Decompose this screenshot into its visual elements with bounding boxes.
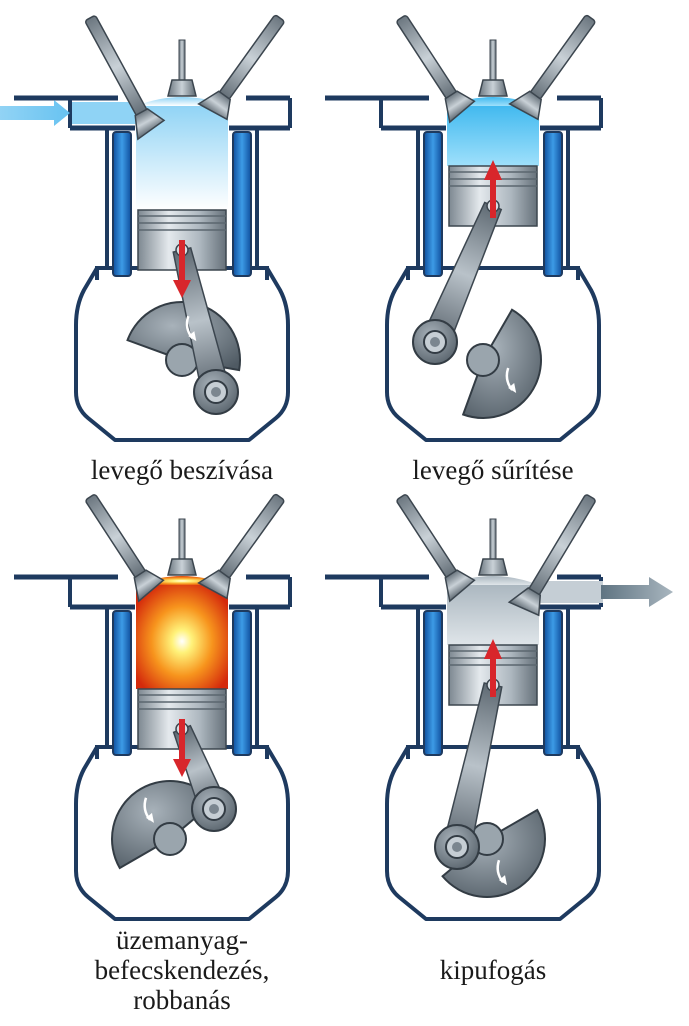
engine-panel-intake	[0, 14, 292, 442]
engine-panel-compression	[325, 14, 603, 442]
stroke-caption-exhaust: kipufogás	[343, 955, 643, 985]
caption-line: robbanás	[133, 985, 231, 1015]
exhaust-valve	[197, 493, 285, 600]
intake-valve-head	[444, 569, 476, 603]
intake-valve-head	[444, 90, 476, 124]
exhaust-valve-stem	[528, 14, 596, 102]
exhaust-valve-head	[507, 587, 542, 617]
stroke-caption-compression: levegő sűrítése	[343, 455, 643, 485]
intake-port-closed	[72, 581, 118, 603]
caption-line: üzemanyag-	[116, 925, 248, 955]
coolant-jacket-left	[112, 610, 132, 756]
intake-port-closed	[383, 102, 429, 124]
intake-valve	[396, 15, 476, 124]
intake-valve-stem	[85, 494, 147, 581]
head-edges	[68, 577, 292, 607]
injector-icon	[178, 39, 186, 81]
red-motion-arrow	[484, 160, 502, 218]
coolant-jacket-left	[423, 610, 443, 756]
coolant-jacket-right	[232, 610, 252, 756]
crank-pin-core	[452, 842, 462, 852]
exhaust-valve-head	[508, 90, 542, 121]
cylinder-gas	[136, 104, 228, 210]
exhaust-valve	[507, 494, 596, 617]
intake-valve	[85, 15, 166, 141]
stroke-caption-combustion: üzemanyag-befecskendezés,robbanás	[32, 925, 332, 1015]
intake-valve-stem	[396, 15, 458, 102]
intake-valve	[396, 494, 476, 603]
exhaust-valve	[197, 14, 285, 121]
injector-body	[167, 79, 197, 97]
caption-line: levegő sűrítése	[412, 455, 574, 485]
rotation-arrowhead	[146, 812, 154, 823]
caption-line: levegő beszívása	[90, 455, 274, 485]
rotation-arrowhead	[499, 875, 507, 886]
exhaust-port-open	[539, 581, 603, 603]
engine-panel-exhaust	[325, 494, 673, 921]
coolant-jacket-right	[543, 131, 563, 277]
cylinder-gas	[447, 104, 539, 166]
intake-port-open	[72, 102, 136, 124]
red-motion-arrow	[173, 240, 191, 298]
head-edges	[379, 98, 603, 128]
coolant-jacket-left	[112, 131, 132, 277]
exhaust-valve-head	[197, 569, 231, 600]
crankshaft-hub	[153, 822, 187, 856]
exhaust-valve-head	[197, 90, 231, 121]
injector-body	[167, 558, 197, 576]
cylinder-wall-right	[255, 128, 269, 280]
injector-icon	[489, 518, 497, 560]
crank-counterweight	[461, 308, 542, 419]
cylinder-wall-left	[95, 128, 109, 280]
caption-line: befecskendezés,	[94, 955, 270, 985]
coolant-jacket-left	[423, 131, 443, 277]
exhaust-valve	[508, 14, 596, 121]
cylinder-wall-left	[406, 128, 420, 280]
intake-flow-arrow	[0, 100, 70, 126]
combustion-flame	[136, 583, 228, 689]
intake-valve-stem	[396, 494, 458, 581]
red-motion-arrow	[173, 719, 191, 777]
intake-valve	[85, 494, 165, 603]
cylinder-wall-right	[566, 128, 580, 280]
stroke-caption-intake: levegő beszívása	[32, 455, 332, 485]
intake-port-closed	[383, 581, 429, 603]
crank-pin-core	[209, 804, 219, 814]
intake-valve-head	[133, 569, 165, 603]
intake-valve-head	[134, 107, 166, 141]
exhaust-valve-stem	[217, 493, 285, 581]
engine-panel-combustion	[14, 493, 292, 921]
cylinder-wall-right	[255, 607, 269, 759]
crankshaft-hub	[466, 343, 500, 377]
rotation-arrowhead	[508, 383, 517, 393]
cylinder-wall-left	[95, 607, 109, 759]
crank-pin-core	[430, 337, 440, 347]
cylinder-wall-left	[406, 607, 420, 759]
injector-body	[478, 558, 508, 576]
injector-body	[478, 79, 508, 97]
injector-icon	[178, 518, 186, 560]
caption-line: kipufogás	[439, 955, 547, 985]
exhaust-flow-arrow	[601, 577, 673, 607]
crank-pin-core	[211, 387, 221, 397]
coolant-jacket-right	[232, 131, 252, 277]
rotation-arrowhead	[188, 331, 197, 342]
coolant-jacket-right	[543, 610, 563, 756]
red-motion-arrow	[484, 639, 502, 697]
exhaust-valve-stem	[217, 14, 285, 102]
injector-icon	[489, 39, 497, 81]
cylinder-wall-right	[566, 607, 580, 759]
